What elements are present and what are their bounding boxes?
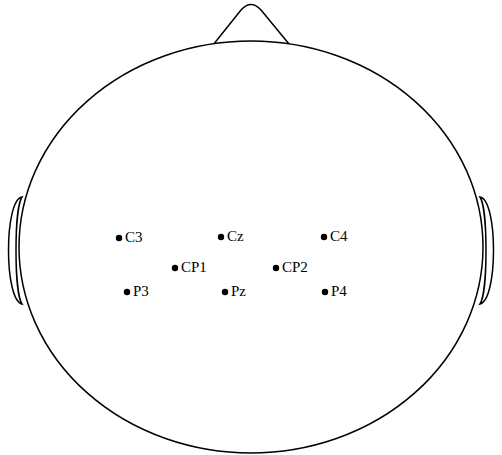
electrode-label: P3 (133, 283, 149, 299)
electrode-dot (273, 265, 279, 271)
scalp (19, 41, 483, 453)
electrode-dot (322, 289, 328, 295)
electrode-label: CP1 (181, 259, 207, 275)
electrode-dot (222, 289, 228, 295)
electrode-dot (218, 234, 224, 240)
electrode-dot (321, 234, 327, 240)
electrode-dot (124, 289, 130, 295)
electrode-dot (116, 235, 122, 241)
electrode-label: C4 (330, 228, 348, 244)
electrode-label: Cz (227, 228, 244, 244)
electrode-dot (172, 265, 178, 271)
electrode-label: C3 (125, 229, 143, 245)
electrode-label: CP2 (282, 259, 308, 275)
electrode-label: Pz (231, 283, 246, 299)
electrode-label: P4 (331, 283, 347, 299)
